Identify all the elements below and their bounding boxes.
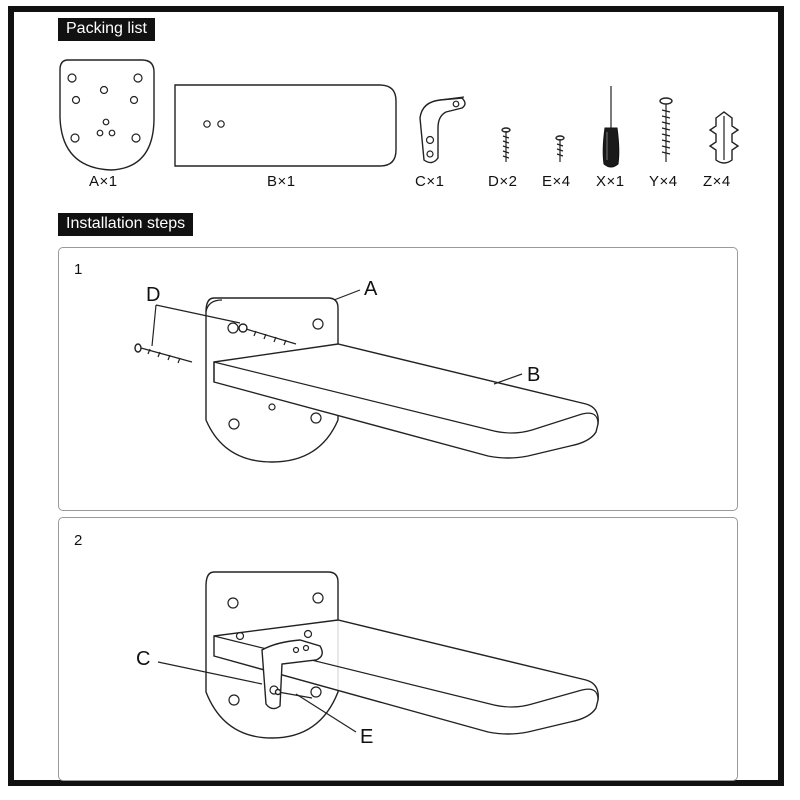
part-x-screwdriver-drawing [602, 86, 620, 168]
part-y-screw-drawing [659, 97, 673, 162]
step-2-drawing [157, 571, 599, 739]
part-c-bracket-drawing [419, 96, 466, 164]
step-1-callout-a: A [364, 278, 378, 300]
step-2-number: 2 [74, 532, 83, 549]
step-1-panel [58, 247, 738, 511]
step-1-drawing [134, 289, 599, 463]
step-1-callout-b: B [527, 364, 541, 386]
part-x-label: X×1 [596, 173, 625, 190]
step-1-callout-d: D [146, 284, 161, 306]
step-2-panel [58, 517, 738, 781]
part-b-board-drawing [174, 84, 397, 167]
installation-steps-title: Installation steps [58, 213, 194, 236]
part-e-screw-drawing [555, 135, 565, 162]
step-1-number: 1 [74, 261, 83, 278]
part-y-label: Y×4 [649, 173, 678, 190]
part-b-label: B×1 [267, 173, 296, 190]
step-2-callout-e: E [360, 726, 374, 748]
part-c-label: C×1 [415, 173, 445, 190]
part-z-label: Z×4 [703, 173, 731, 190]
part-a-plate-drawing [59, 59, 155, 171]
part-a-label: A×1 [89, 173, 118, 190]
part-d-screw-drawing [501, 127, 511, 162]
part-e-label: E×4 [542, 173, 571, 190]
packing-list-title: Packing list [58, 18, 155, 41]
part-d-label: D×2 [488, 173, 518, 190]
part-z-anchor-drawing [708, 111, 740, 164]
step-2-callout-c: C [136, 648, 151, 670]
